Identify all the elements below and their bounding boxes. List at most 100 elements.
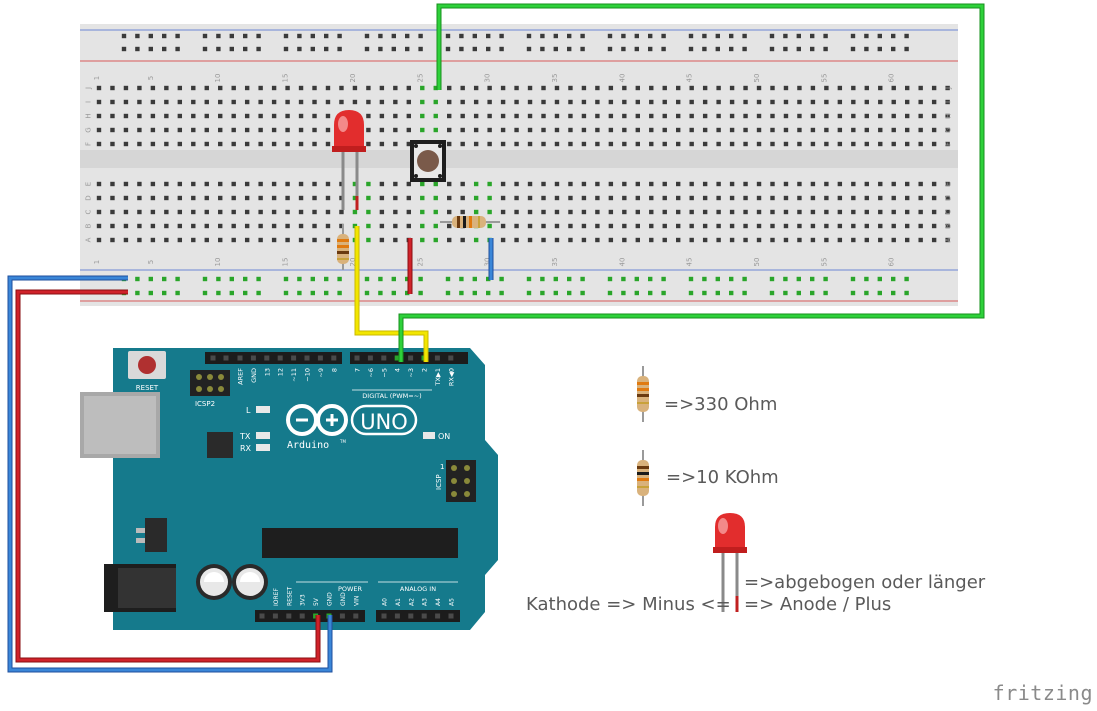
digital-pin-label: 13: [263, 368, 271, 376]
row-letter: A: [85, 237, 93, 242]
column-number-top: 10: [214, 74, 222, 83]
digital-pin-label: ~11: [290, 368, 298, 382]
row-letter: H: [85, 113, 93, 118]
trademark-label: TM: [339, 439, 346, 444]
row-letter: G: [85, 127, 93, 132]
legend-resistor-10k: [637, 450, 649, 506]
led-label-l: L: [246, 406, 251, 415]
row-letter: D: [85, 195, 93, 200]
digital-label: DIGITAL (PWM=~): [362, 392, 421, 400]
digital-pin-label: 12: [277, 368, 285, 376]
row-letter: H: [945, 113, 953, 118]
legend-330-ohm-label: =>330 Ohm: [664, 394, 778, 415]
column-number-top: 30: [484, 74, 492, 83]
column-number-top: 1: [93, 76, 101, 80]
power-pin-label: RESET: [286, 586, 293, 606]
column-number-top: 15: [282, 74, 290, 83]
icsp-pin1-label: 1: [440, 463, 444, 471]
digital-pin-label: 8: [330, 368, 338, 372]
digital-pin-label: ~9: [317, 368, 325, 378]
digital-pin-label: TX▶1: [434, 368, 442, 387]
led-label-rx: RX: [240, 444, 252, 453]
column-number-bottom: 1: [93, 260, 101, 264]
arduino-logo: UNO Arduino TM: [286, 404, 418, 451]
digital-pin-label: GND: [250, 368, 258, 383]
column-number-top: 20: [349, 74, 357, 83]
digital-pin-label: RX◀0: [447, 368, 455, 386]
legend-led: [713, 513, 747, 612]
breadboard-labels: 1155101015152020252530303535404045455050…: [85, 74, 953, 267]
legend-10k-ohm-label: =>10 KOhm: [666, 467, 779, 488]
row-letter: B: [85, 223, 93, 228]
power-label: POWER: [338, 585, 363, 593]
reset-label: RESET: [136, 384, 159, 392]
column-number-top: 5: [147, 76, 155, 80]
digital-pin-label: ~3: [407, 368, 415, 378]
breadboard-holes: [96, 33, 950, 296]
column-number-bottom: 60: [888, 258, 896, 267]
uno-label: UNO: [360, 410, 408, 434]
on-label: ON: [438, 432, 450, 441]
column-number-top: 45: [686, 74, 694, 83]
icsp2-label: ICSP2: [195, 400, 215, 408]
row-letter: F: [945, 142, 953, 146]
column-number-bottom: 25: [416, 258, 424, 267]
column-number-bottom: 40: [618, 258, 626, 267]
legend-led-cathode-label: Kathode => Minus <=: [526, 594, 731, 615]
analog-pin-label: A1: [395, 598, 402, 606]
legend-led-bent-label: =>abgebogen oder länger: [744, 572, 986, 593]
column-number-top: 60: [888, 74, 896, 83]
column-number-bottom: 50: [753, 258, 761, 267]
row-letter: C: [85, 209, 93, 214]
column-number-bottom: 5: [147, 260, 155, 264]
row-letter: C: [945, 209, 953, 214]
row-letter: J: [85, 87, 93, 90]
power-pin-label: GND: [327, 592, 334, 606]
breadboard: 1155101015152020252530303535404045455050…: [80, 24, 958, 306]
fritzing-watermark: fritzing: [992, 681, 1093, 705]
digital-pin-label: AREF: [237, 368, 245, 385]
column-number-top: 40: [618, 74, 626, 83]
column-number-bottom: 15: [282, 258, 290, 267]
column-number-bottom: 20: [349, 258, 357, 267]
digital-pin-label: 7: [354, 368, 362, 372]
legend-led-anode-label: => Anode / Plus: [744, 594, 892, 615]
power-pin-label: IOREF: [273, 588, 280, 606]
analog-pin-label: A5: [449, 598, 456, 606]
column-number-bottom: 45: [686, 258, 694, 267]
column-number-bottom: 55: [820, 258, 828, 267]
power-pin-label: GND: [340, 592, 347, 606]
digital-pin-label: ~6: [367, 368, 375, 378]
row-letter: F: [85, 142, 93, 146]
arduino-brand-label: Arduino: [287, 440, 329, 451]
row-letter: I: [945, 101, 953, 103]
push-button: [410, 140, 446, 182]
row-letter: D: [945, 195, 953, 200]
column-number-bottom: 35: [551, 258, 559, 267]
power-pin-label: 3V3: [300, 594, 307, 606]
analog-pin-label: A2: [408, 598, 415, 606]
power-analog-header-pins: [259, 613, 454, 619]
column-number-bottom: 10: [214, 258, 222, 267]
row-letter: B: [945, 223, 953, 228]
column-number-top: 35: [551, 74, 559, 83]
column-number-bottom: 30: [484, 258, 492, 267]
column-number-top: 25: [416, 74, 424, 83]
icsp-label: ICSP: [435, 474, 443, 490]
row-letter: E: [945, 182, 953, 186]
power-pin-label: VIN: [353, 596, 360, 606]
power-pin-label: 5V: [313, 597, 320, 606]
led-label-tx: TX: [239, 432, 251, 441]
row-letter: J: [945, 87, 953, 90]
digital-pin-label: 4: [394, 368, 402, 372]
legend-resistor-330: [637, 366, 649, 422]
wires: [7, 3, 985, 673]
analog-label: ANALOG IN: [400, 585, 436, 593]
analog-pin-label: A3: [422, 598, 429, 606]
digital-pin-label: ~10: [304, 368, 312, 382]
row-letter: A: [945, 237, 953, 242]
